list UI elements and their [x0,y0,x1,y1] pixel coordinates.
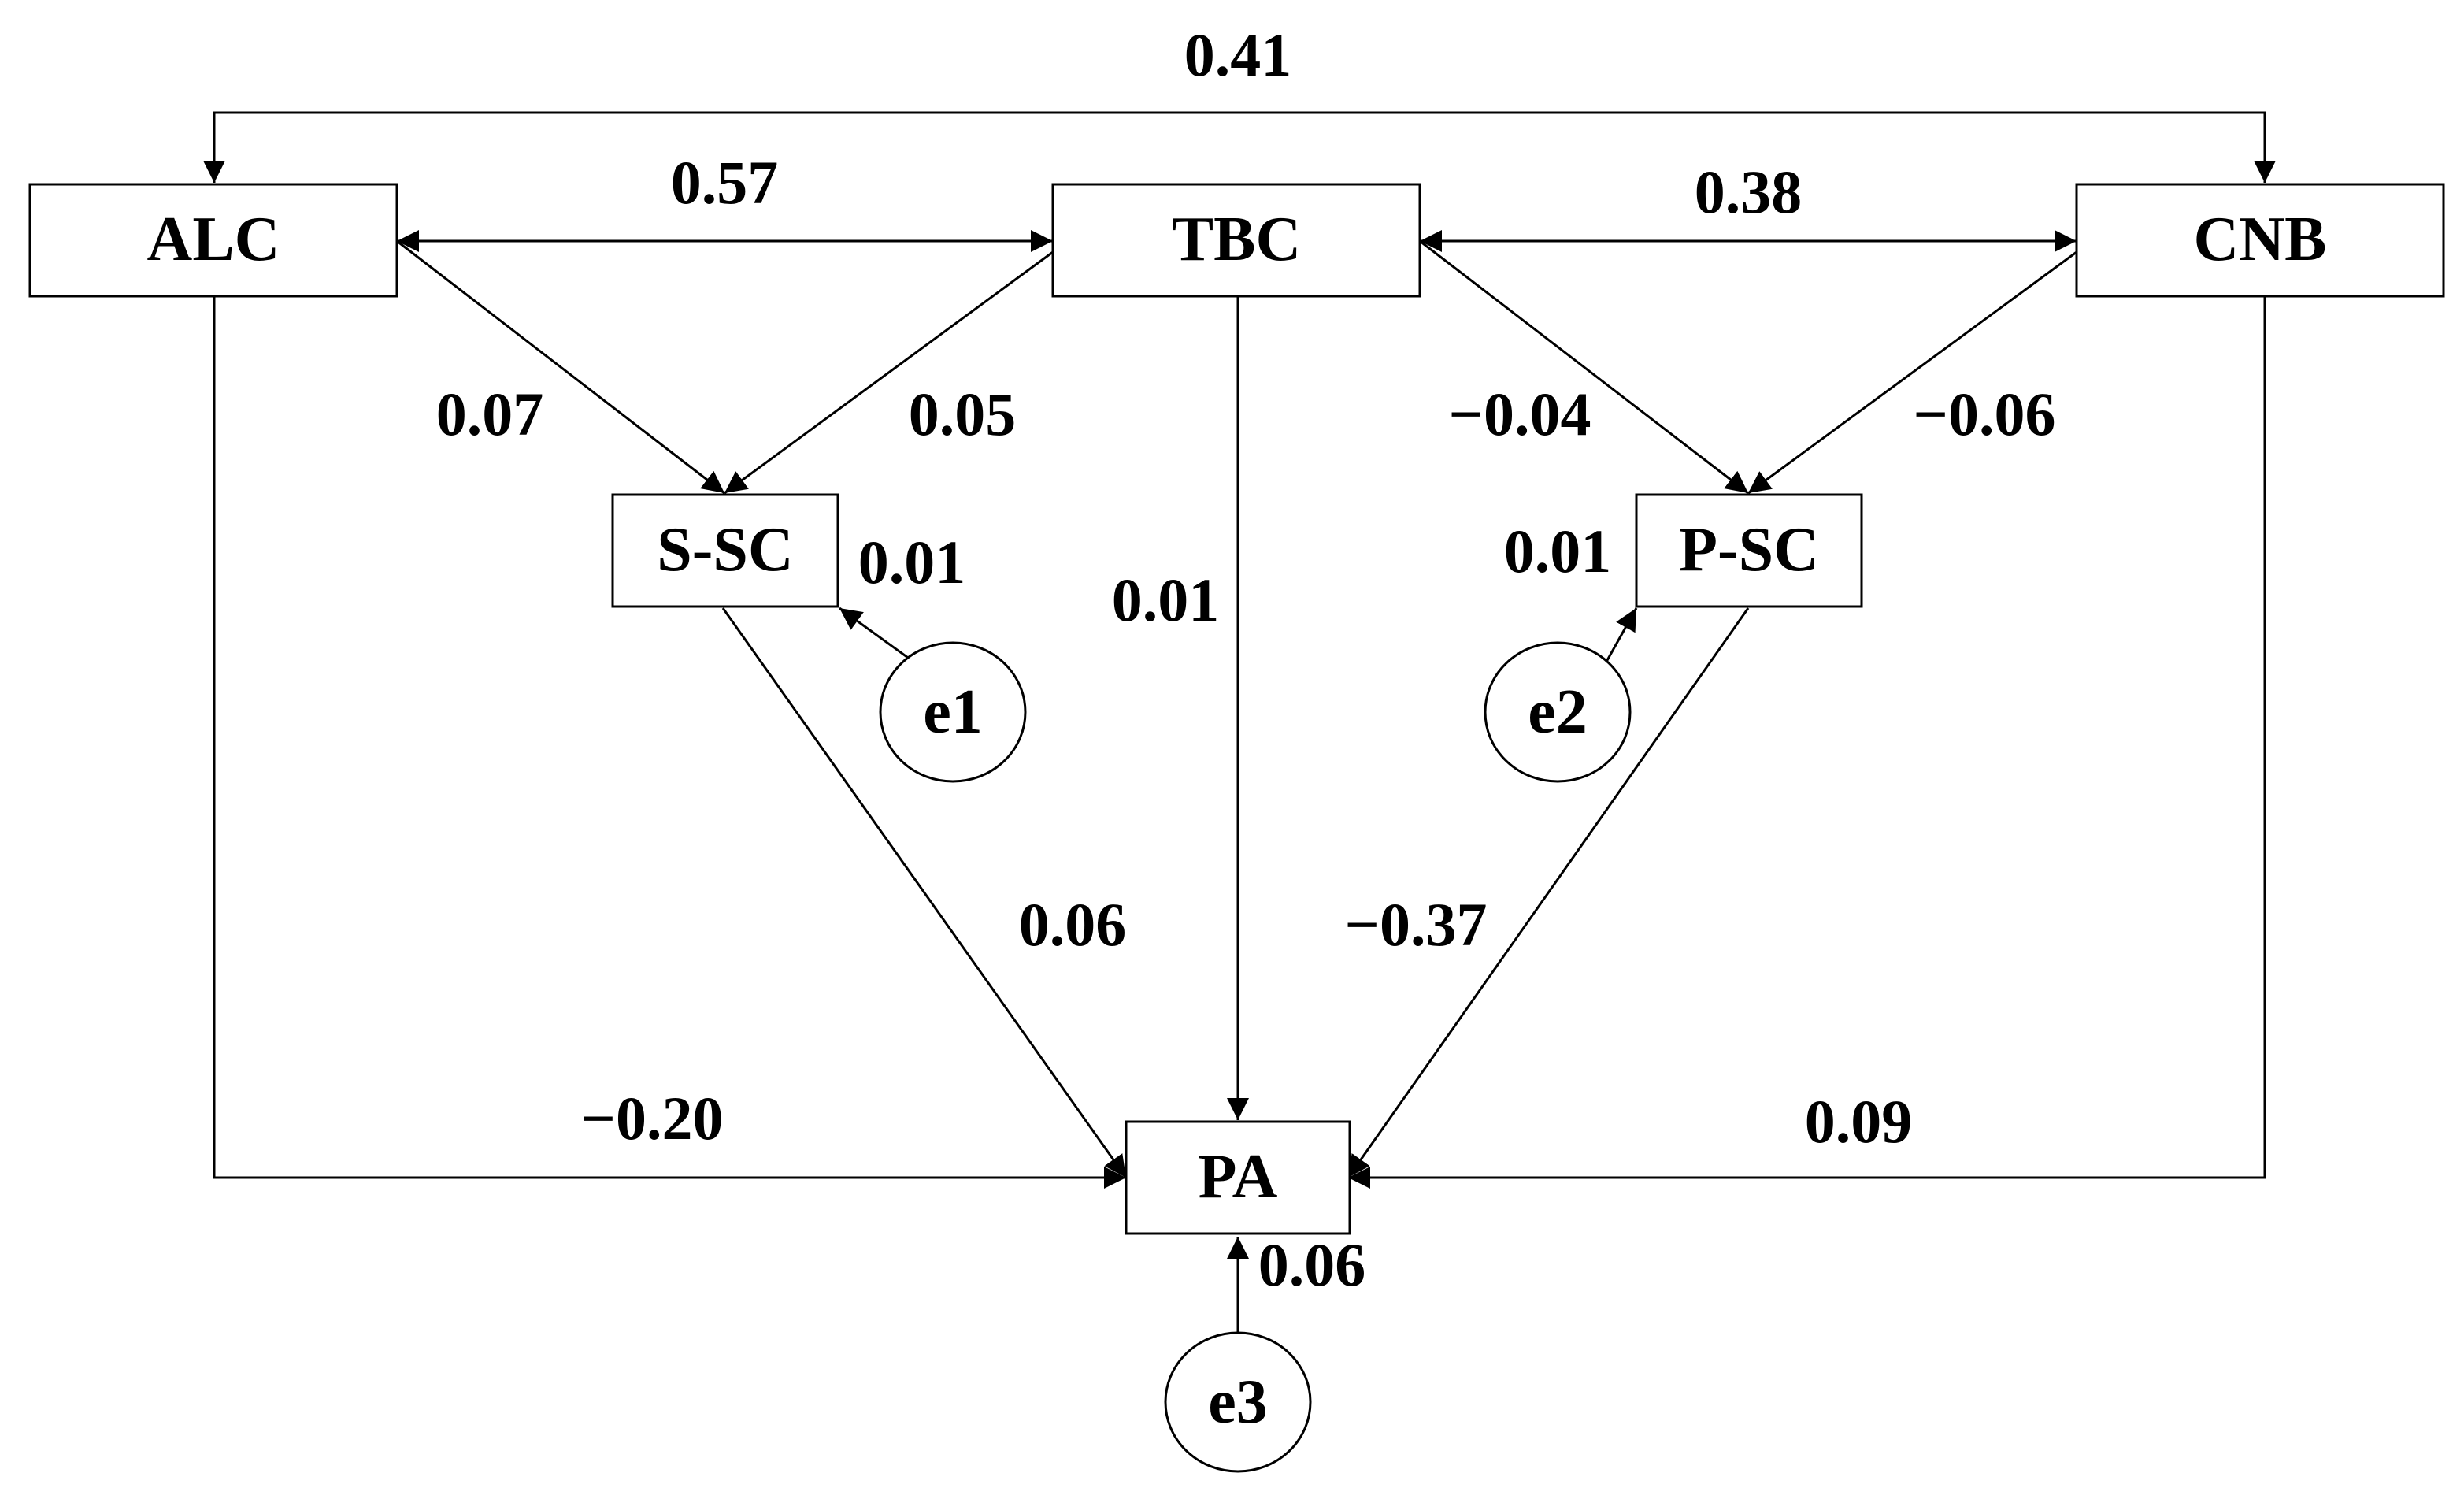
node-e3-label: e3 [1208,1367,1268,1437]
node-ssc: S-SC [611,493,839,608]
edge-e2-psc [1605,607,1638,662]
coef-e1-ssc: 0.01 [858,528,966,596]
node-alc-label: ALC [147,205,280,274]
coef-tbc-cnb: 0.38 [1695,158,1803,226]
coef-e2-psc: 0.01 [1504,517,1612,585]
node-e1: e1 [879,641,1027,783]
coef-psc-pa: −0.37 [1345,890,1488,959]
coef-alc-pa: −0.20 [581,1084,724,1152]
node-e2: e2 [1484,641,1632,783]
coef-tbc-ssc: 0.05 [909,380,1017,448]
node-ssc-label: S-SC [657,515,793,584]
edge-cnb-psc [1747,250,2077,495]
edge-psc-pa [1347,607,1750,1178]
node-pa: PA [1125,1120,1351,1235]
node-alc: ALC [28,183,398,298]
node-psc-label: P-SC [1679,515,1819,584]
edge-tbc-ssc [724,250,1054,495]
coef-alc-ssc: 0.07 [436,380,544,448]
edge-cnb-pa [1348,296,2266,1189]
coef-cnb-psc: −0.06 [1914,380,2056,448]
node-e2-label: e2 [1528,677,1588,747]
edge-tbc-psc [1419,239,1749,495]
coef-alc-tbc: 0.57 [671,148,779,217]
edge-alc-pa [213,296,1126,1189]
edge-alc-cnb [203,111,2276,183]
node-e3: e3 [1164,1331,1312,1473]
coef-tbc-psc: −0.04 [1449,380,1591,448]
node-e1-label: e1 [923,677,983,747]
coef-e3-pa: 0.06 [1258,1230,1366,1299]
node-tbc: TBC [1051,183,1421,298]
node-tbc-label: TBC [1172,205,1302,274]
node-psc: P-SC [1635,493,1863,608]
coef-tbc-pa: 0.01 [1112,566,1220,634]
node-pa-label: PA [1199,1142,1278,1211]
coef-alc-cnb: 0.41 [1184,20,1292,89]
node-cnb-label: CNB [2194,205,2327,274]
edge-alc-ssc [396,239,725,495]
node-cnb: CNB [2075,183,2445,298]
edge-e1-ssc [839,607,914,663]
coef-ssc-pa: 0.06 [1019,890,1127,959]
coef-cnb-pa: 0.09 [1805,1087,1913,1156]
edge-ssc-pa [721,607,1128,1178]
